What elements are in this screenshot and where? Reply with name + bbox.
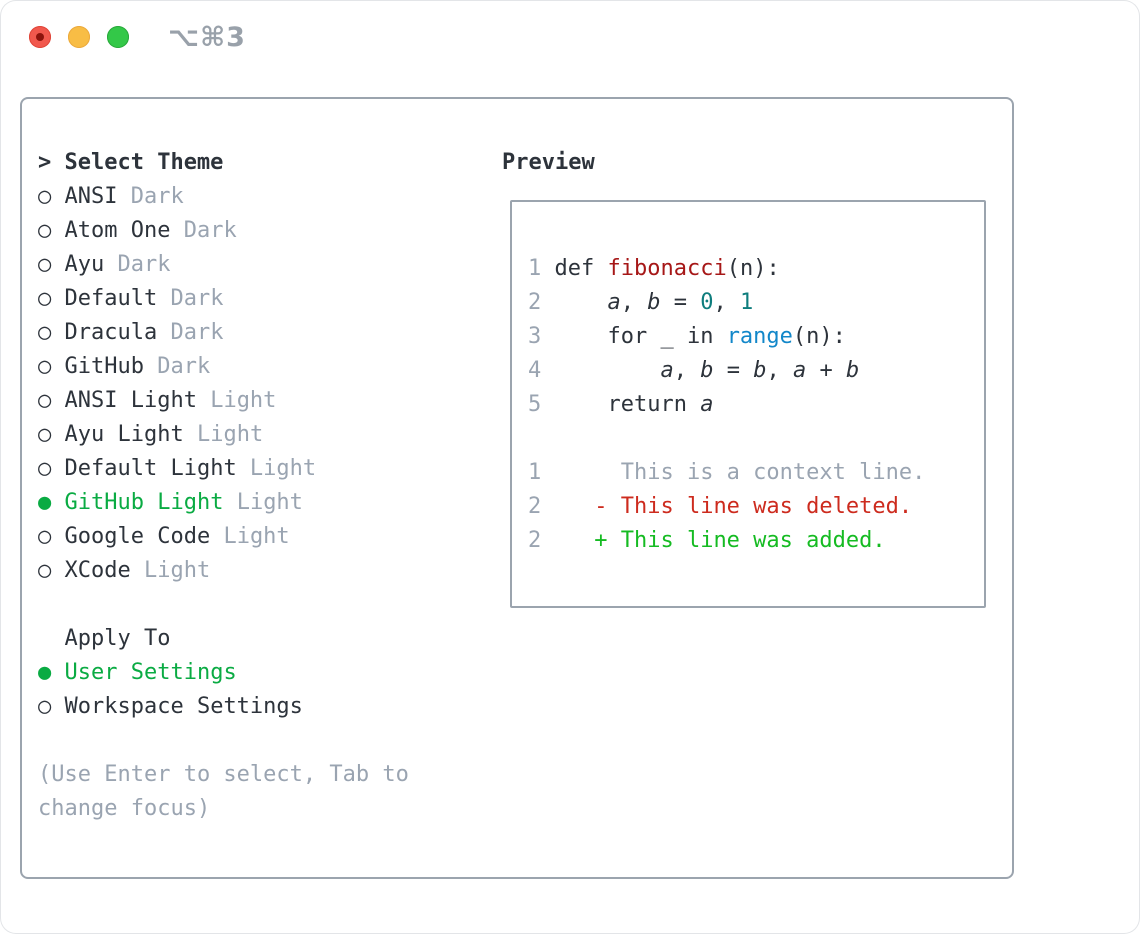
code-line: 4 a, b = b, a + b [528,358,860,383]
apply-option[interactable]: ● User Settings [38,660,237,685]
minimize-button[interactable] [68,26,90,48]
help-line: change focus) [38,796,211,821]
theme-list-title: Select Theme [64,150,224,175]
theme-option[interactable]: ○ XCode Light [38,558,211,583]
close-dot-icon [36,33,44,41]
theme-option[interactable]: ○ Atom One Dark [38,218,237,243]
code-line: 2 - This line was deleted. [528,494,913,519]
theme-option[interactable]: ○ Ayu Dark [38,252,171,277]
close-button[interactable] [29,26,51,48]
apply-to-header: Apply To [64,626,171,651]
theme-list-header: > Select Theme [38,146,316,180]
apply-option[interactable]: ○ Workspace Settings [38,694,303,719]
titlebar: ⌥⌘3 [0,0,1140,74]
code-line: 1 This is a context line. [528,460,926,485]
code-line: 2 + This line was added. [528,528,886,553]
theme-option[interactable]: ○ Google Code Light [38,524,290,549]
preview-title: Preview [502,150,595,175]
theme-list: > Select Theme ○ ANSI Dark ○ Atom One Dark… [38,146,316,588]
theme-option[interactable]: ○ GitHub Dark [38,354,211,379]
theme-option[interactable]: ○ Default Light Light [38,456,317,481]
code-line: 2 a, b = 0, 1 [528,290,754,315]
theme-option[interactable]: ○ Default Dark [38,286,224,311]
theme-option[interactable]: ○ ANSI Dark [38,184,184,209]
help-text: (Use Enter to select, Tab to change focu… [38,758,409,826]
code-line [528,422,984,456]
code-line: 5 return a [528,392,714,417]
theme-option[interactable]: ○ Dracula Dark [38,320,224,345]
code-line: 3 for _ in range(n): [528,324,846,349]
theme-option[interactable]: ○ ANSI Light Light [38,388,277,413]
theme-option[interactable]: ● GitHub Light Light [38,490,303,515]
preview-pane: 1 def fibonacci(n): 2 a, b = 0, 1 3 for _ … [510,200,986,608]
zoom-button[interactable] [107,26,129,48]
apply-to-section: Apply To ● User Settings ○ Workspace Sett… [38,622,303,724]
window-title-shortcut: ⌥⌘3 [168,22,246,53]
code-line: 1 def fibonacci(n): [528,256,780,281]
prompt-icon: > [38,150,52,175]
help-line: (Use Enter to select, Tab to [38,762,409,787]
theme-option[interactable]: ○ Ayu Light Light [38,422,264,447]
theme-picker-panel: > Select Theme ○ ANSI Dark ○ Atom One Dark… [20,97,1014,879]
